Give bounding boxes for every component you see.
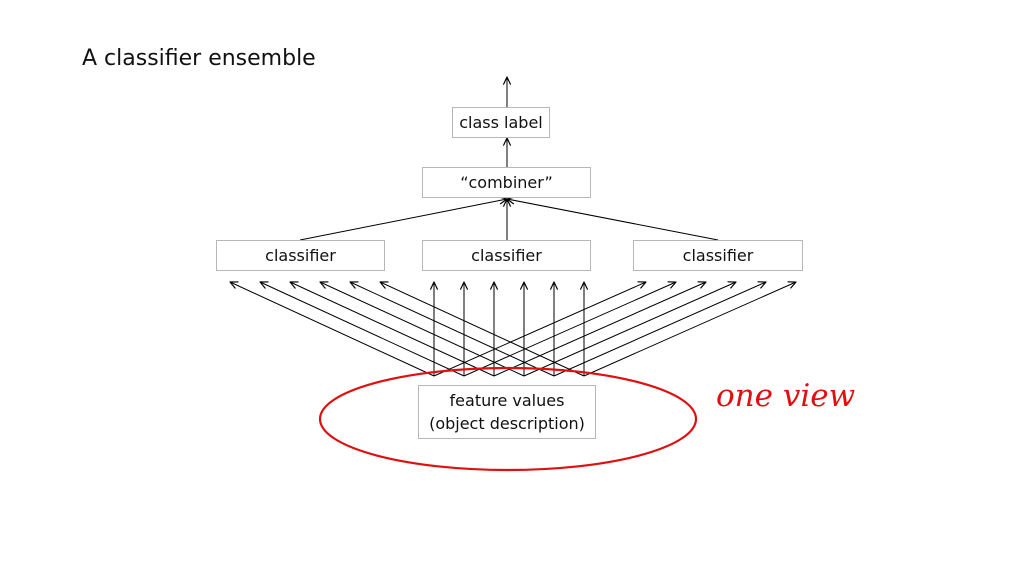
feature-to-classifier-right-arrow <box>493 282 706 377</box>
feature-to-classifier-left-arrow <box>290 282 495 377</box>
feature-to-classifier-left-arrow <box>230 282 435 377</box>
feature-to-classifier-right-arrow <box>553 282 766 377</box>
feature-to-classifier-right-arrow <box>463 282 676 377</box>
feature-to-classifier-right-arrow <box>523 282 736 377</box>
feature-values-text: feature values <box>449 391 565 410</box>
one-view-label: one view <box>716 378 856 414</box>
one-view-ellipse <box>318 366 698 472</box>
object-description-text: (object description) <box>429 414 585 433</box>
feature-to-classifier-left-arrow <box>350 282 555 377</box>
classifier-box-middle: classifier <box>422 240 591 271</box>
feature-to-classifier-right-arrow <box>433 282 646 377</box>
classifier-text: classifier <box>471 246 542 265</box>
feature-to-classifier-right-arrow <box>583 282 796 377</box>
feature-to-classifier-left-arrow <box>380 282 585 377</box>
feature-to-classifier-left-arrow <box>260 282 465 377</box>
slide-title: A classifier ensemble <box>82 46 316 71</box>
classifier-text: classifier <box>682 246 754 265</box>
classifier-box-left: classifier <box>216 240 385 271</box>
class-label-box: class label <box>452 107 550 138</box>
classifier-text: classifier <box>265 246 336 265</box>
classifier-left-to-combiner-arrow <box>299 199 507 241</box>
class-label-text: class label <box>459 113 543 132</box>
combiner-box: “combiner” <box>422 167 591 198</box>
feature-values-box: feature values (object description) <box>418 385 596 439</box>
classifier-right-to-combiner-arrow <box>507 199 719 241</box>
arrows-group <box>230 77 796 377</box>
classifier-box-right: classifier <box>633 240 803 271</box>
feature-to-classifier-left-arrow <box>320 282 525 377</box>
combiner-text: “combiner” <box>460 173 553 192</box>
